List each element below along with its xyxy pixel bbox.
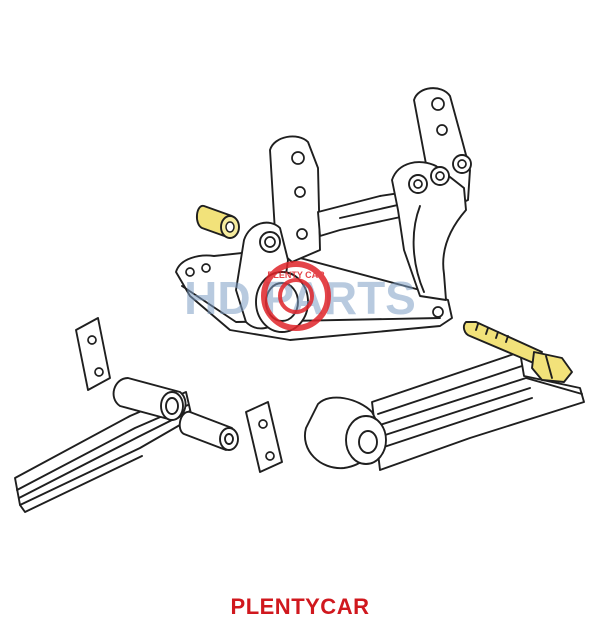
right-leaf-spring bbox=[303, 351, 585, 471]
left-bushing bbox=[178, 411, 239, 451]
left-shackle-plate bbox=[75, 317, 111, 391]
brand-caption: PLENTYCAR bbox=[230, 594, 370, 619]
highlighted-bushing bbox=[196, 205, 240, 239]
highlighted-bolt bbox=[462, 321, 573, 383]
watermark-seal: PLENTY CAR bbox=[261, 261, 331, 331]
right-shackle-plate bbox=[245, 401, 283, 473]
spring-hanger-bracket bbox=[175, 87, 472, 341]
left-leaf-spring bbox=[14, 377, 193, 513]
watermark-seal-text: PLENTY CAR bbox=[267, 270, 325, 280]
